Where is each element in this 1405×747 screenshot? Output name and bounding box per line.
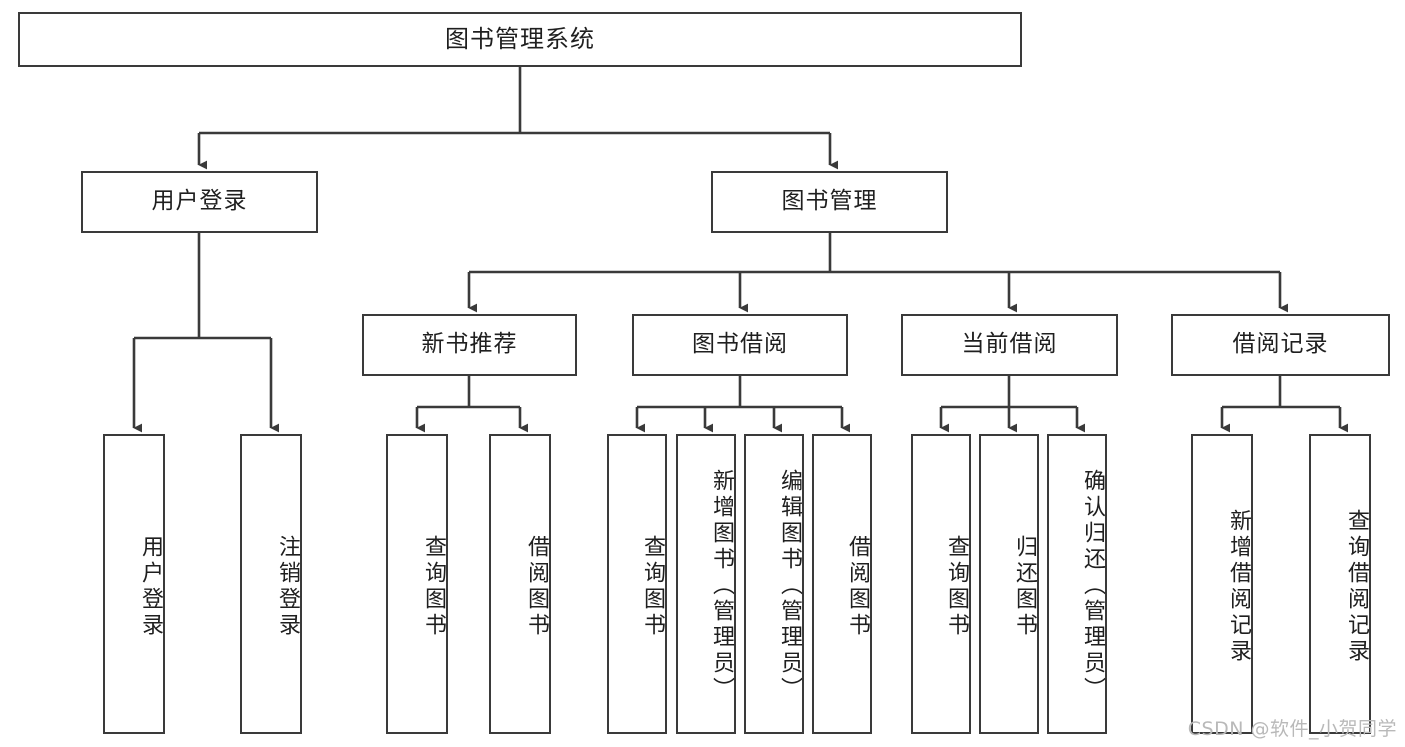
node-borrow-record[interactable]: 借阅记录 [1171, 314, 1390, 376]
node-user-login[interactable]: 用户登录 [81, 171, 318, 233]
node-label: 确认归还（管理员） [1080, 469, 1105, 703]
node-label: 归还图书 [1012, 535, 1037, 639]
leaf-logout[interactable]: 注销登录 [240, 434, 302, 734]
leaf-query-book-borrow[interactable]: 查询图书 [607, 434, 667, 734]
leaf-add-borrow-record[interactable]: 新增借阅记录 [1191, 434, 1253, 734]
leaf-query-book-current[interactable]: 查询图书 [911, 434, 971, 734]
leaf-confirm-return-admin[interactable]: 确认归还（管理员） [1047, 434, 1107, 734]
node-label: 借阅记录 [1232, 331, 1329, 358]
node-label: 图书管理 [781, 188, 878, 215]
node-label: 图书管理系统 [445, 25, 595, 54]
leaf-edit-book-admin[interactable]: 编辑图书（管理员） [744, 434, 804, 734]
leaf-add-book-admin[interactable]: 新增图书（管理员） [676, 434, 736, 734]
leaf-borrow-book-recommend[interactable]: 借阅图书 [489, 434, 551, 734]
node-label: 图书借阅 [692, 331, 788, 358]
node-label: 新增借阅记录 [1226, 509, 1251, 665]
leaf-user-login[interactable]: 用户登录 [103, 434, 165, 734]
node-label: 查询图书 [944, 535, 969, 639]
watermark-text: CSDN @软件_小贺同学 [1187, 718, 1397, 740]
node-label: 新书推荐 [421, 331, 518, 358]
node-label: 查询图书 [421, 535, 446, 639]
node-root-system[interactable]: 图书管理系统 [18, 12, 1022, 67]
node-label: 查询图书 [640, 535, 665, 639]
node-label: 编辑图书（管理员） [777, 469, 802, 703]
leaf-query-borrow-record[interactable]: 查询借阅记录 [1309, 434, 1371, 734]
node-label: 用户登录 [138, 535, 163, 639]
node-book-borrow[interactable]: 图书借阅 [632, 314, 848, 376]
node-label: 查询借阅记录 [1344, 509, 1369, 665]
node-label: 借阅图书 [845, 535, 870, 639]
node-label: 借阅图书 [524, 535, 549, 639]
node-book-management[interactable]: 图书管理 [711, 171, 948, 233]
leaf-query-book-recommend[interactable]: 查询图书 [386, 434, 448, 734]
node-label: 当前借阅 [961, 331, 1058, 358]
node-label: 用户登录 [151, 188, 248, 215]
node-new-book-recommend[interactable]: 新书推荐 [362, 314, 577, 376]
node-label: 注销登录 [275, 535, 300, 639]
leaf-borrow-book[interactable]: 借阅图书 [812, 434, 872, 734]
node-label: 新增图书（管理员） [709, 469, 734, 703]
leaf-return-book[interactable]: 归还图书 [979, 434, 1039, 734]
node-current-borrow[interactable]: 当前借阅 [901, 314, 1118, 376]
